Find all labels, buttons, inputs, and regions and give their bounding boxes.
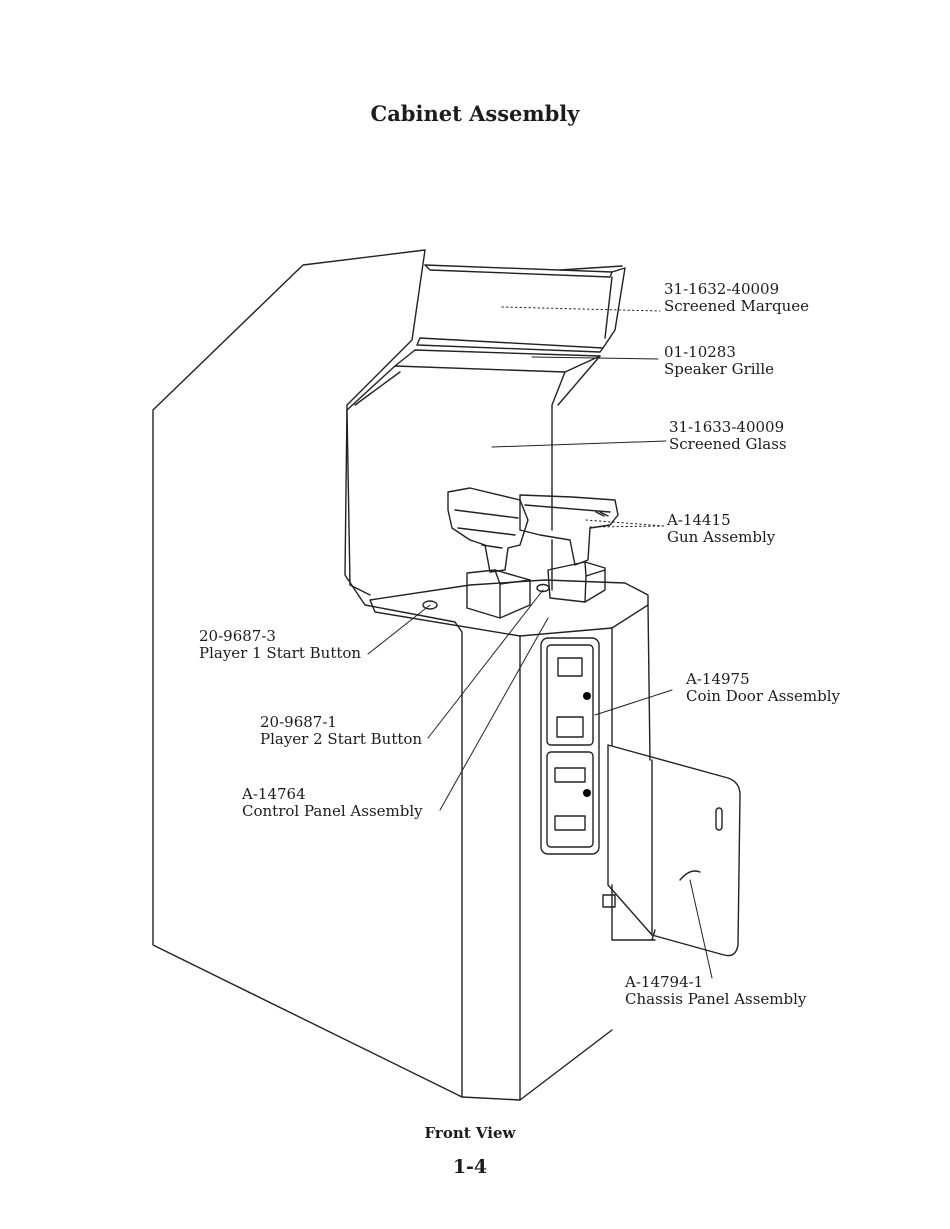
gun-right [519, 494, 619, 566]
part-description: Gun Assembly [667, 528, 776, 546]
part-description: Coin Door Assembly [686, 687, 840, 705]
callout-player-1-start-button: 20-9687-3 Player 1 Start Button [199, 628, 361, 662]
part-number: A-14764 [242, 785, 306, 803]
gun-base-left [466, 569, 531, 619]
marquee-housing [419, 264, 626, 349]
part-description: Screened Marquee [664, 297, 809, 315]
page-number: 1-4 [452, 1156, 488, 1178]
part-number: A-14794-1 [625, 973, 704, 991]
callout-control-panel-assembly: A-14764 Control Panel Assembly [242, 786, 423, 820]
part-number: 01-10283 [664, 343, 736, 361]
callout-screened-marquee: 31-1632-40009 Screened Marquee [664, 281, 809, 315]
page-title: Cabinet Assembly [370, 101, 580, 126]
part-number: 31-1632-40009 [664, 280, 780, 298]
part-description: Speaker Grille [664, 360, 775, 378]
control-deck [369, 579, 649, 637]
callout-screened-glass: 31-1633-40009 Screened Glass [669, 419, 787, 453]
callout-gun-assembly: A-14415 Gun Assembly [667, 512, 775, 546]
callout-chassis-panel-assembly: A-14794-1 Chassis Panel Assembly [625, 974, 806, 1008]
callout-coin-door-assembly: A-14975 Coin Door Assembly [686, 671, 840, 705]
speaker-grille [394, 349, 601, 373]
callout-player-2-start-button: 20-9687-1 Player 2 Start Button [260, 714, 422, 748]
figure-caption: Front View [424, 1124, 516, 1142]
player-1-start-button [422, 600, 438, 610]
part-number: 31-1633-40009 [669, 418, 785, 436]
part-number: 20-9687-3 [199, 627, 276, 645]
part-description: Player 1 Start Button [199, 644, 362, 662]
part-description: Screened Glass [669, 435, 787, 453]
part-number: 20-9687-1 [260, 713, 337, 731]
screen-opening [346, 365, 396, 596]
cabinet-side-panel [152, 249, 463, 1098]
callout-speaker-grille: 01-10283 Speaker Grille [664, 344, 774, 378]
part-description: Control Panel Assembly [242, 802, 423, 820]
gun-left [447, 487, 529, 573]
coin-door-outline [540, 637, 600, 855]
part-number: A-14415 [667, 511, 731, 529]
part-description: Player 2 Start Button [260, 730, 423, 748]
chassis-panel [607, 744, 741, 957]
part-number: A-14975 [686, 670, 750, 688]
part-description: Chassis Panel Assembly [625, 990, 807, 1008]
